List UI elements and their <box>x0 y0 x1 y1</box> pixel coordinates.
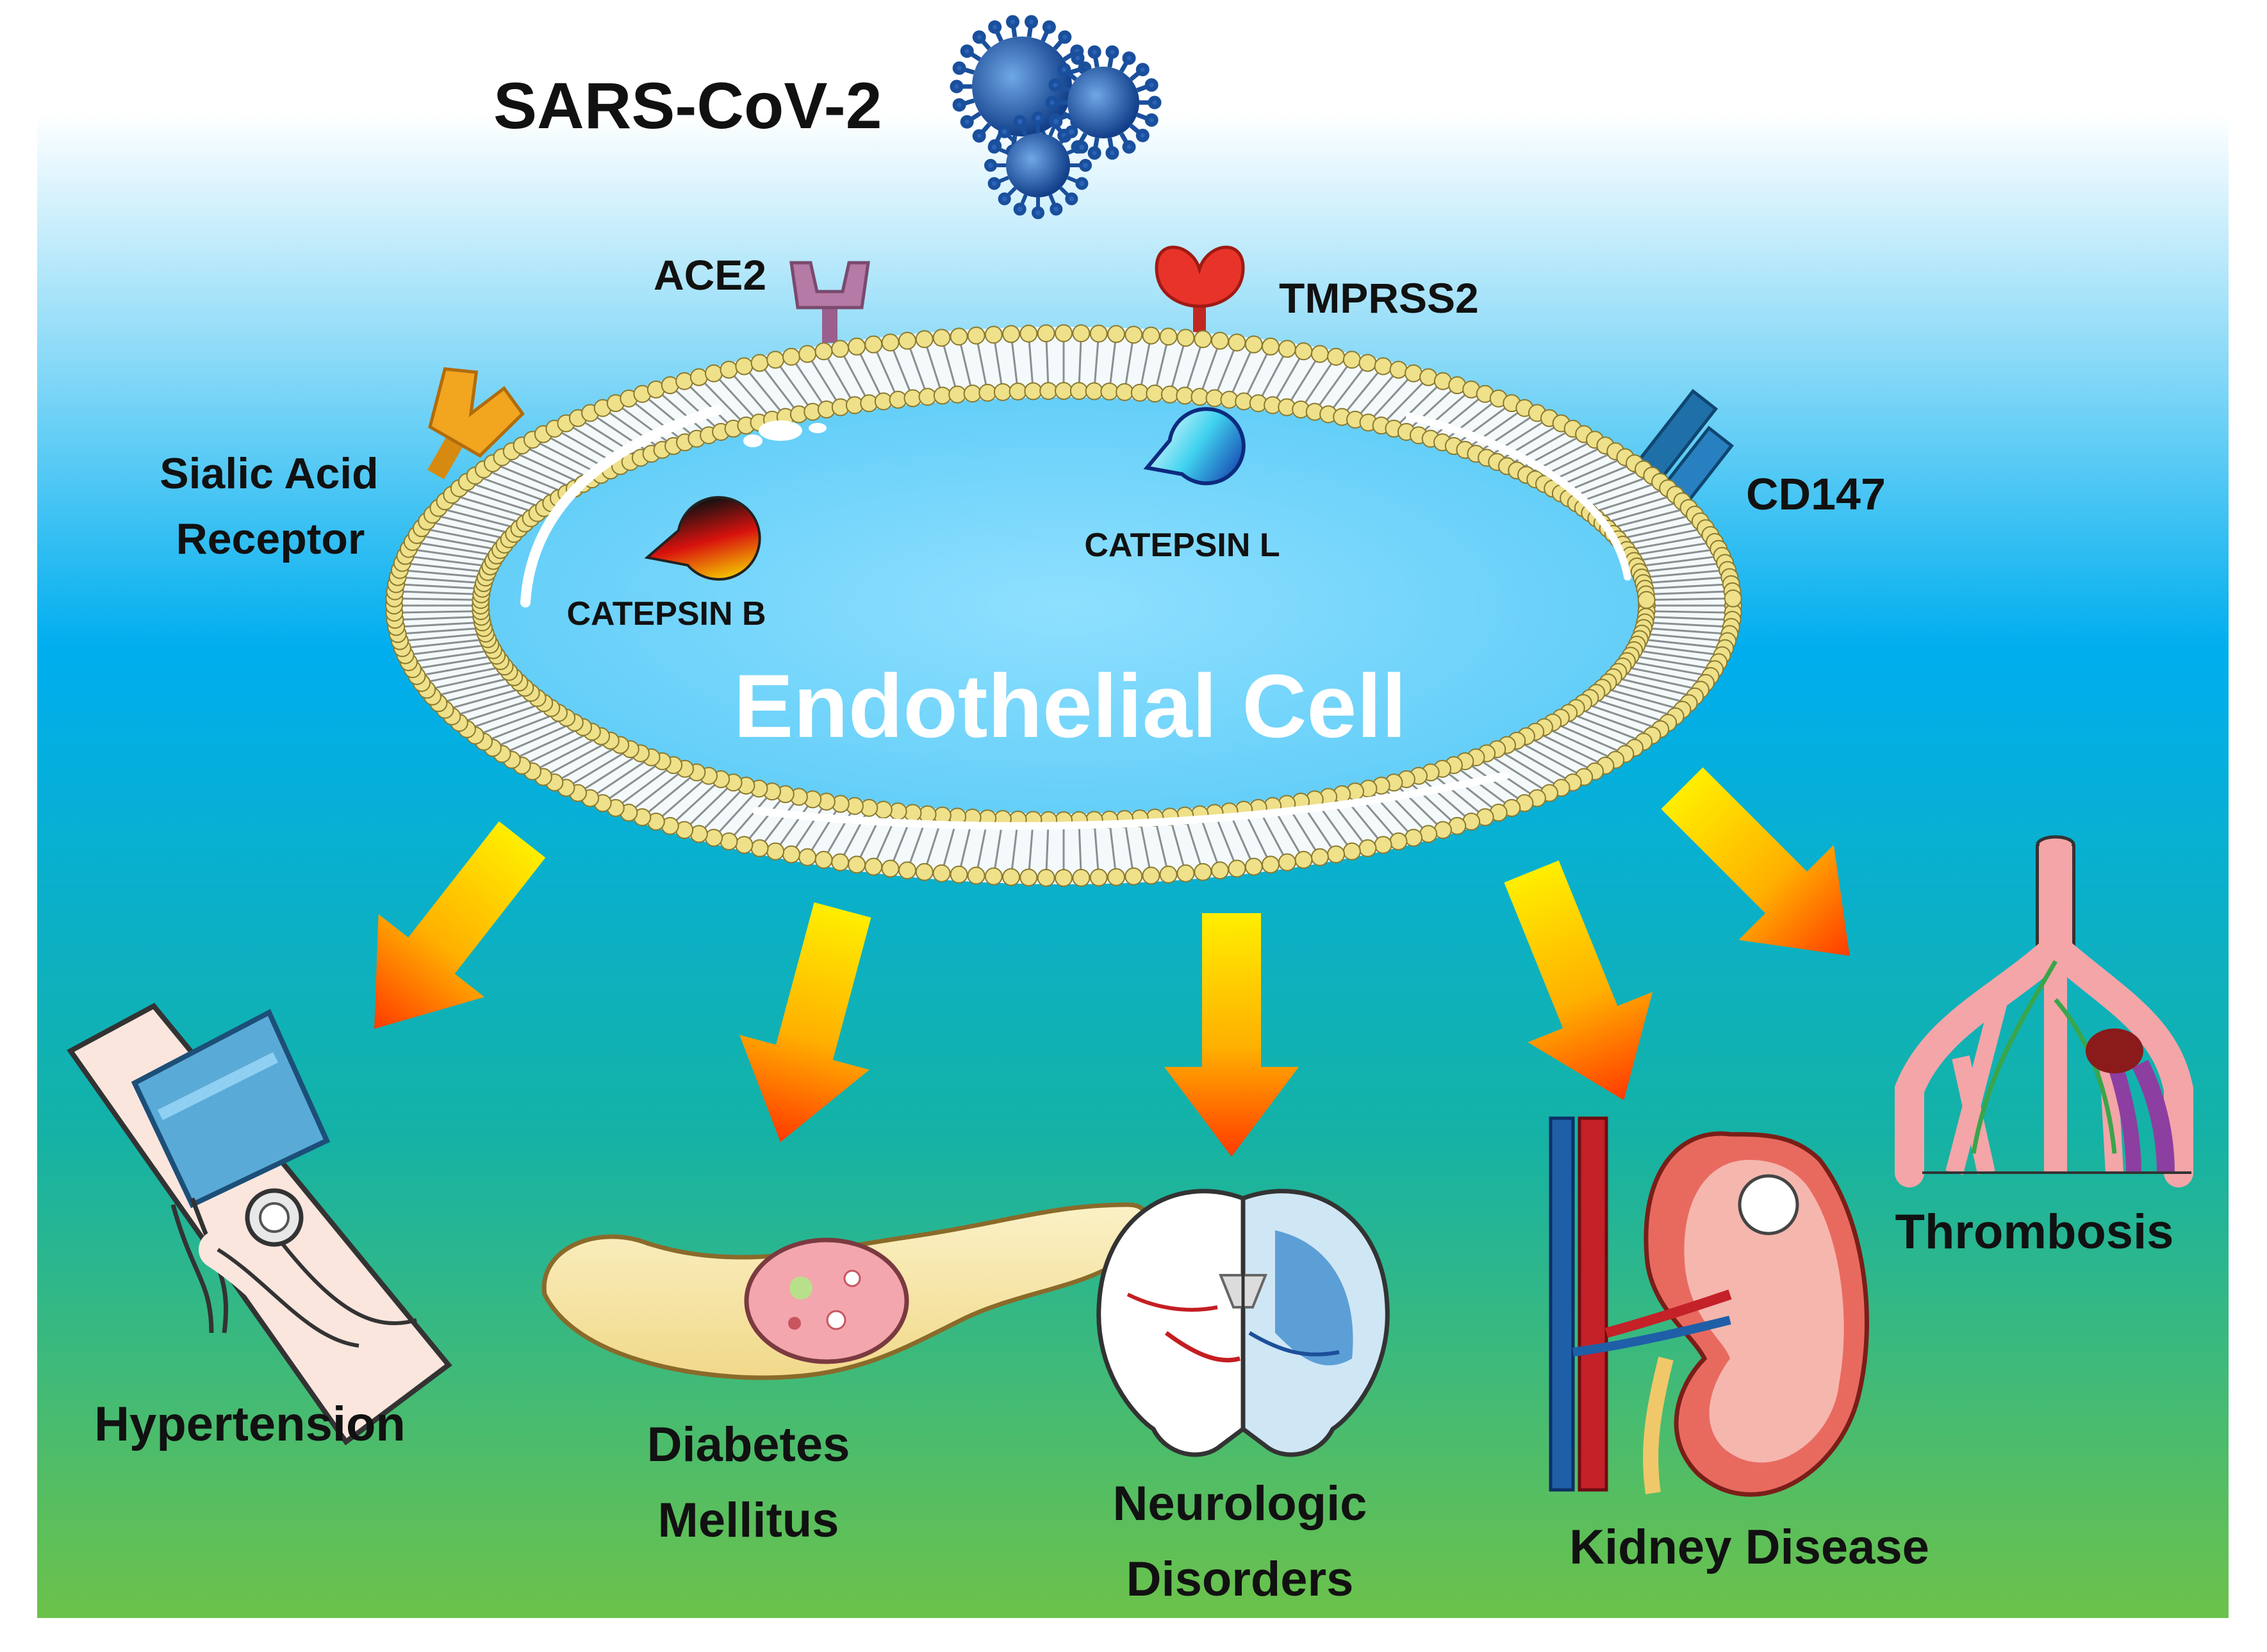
diabetes-label-line2: Mellitus <box>658 1493 839 1548</box>
sialic-label-line2: Receptor <box>176 515 365 563</box>
title-label: SARS-CoV-2 <box>493 69 882 142</box>
brain-icon <box>1096 1189 1390 1457</box>
thrombosis-label: Thrombosis <box>1895 1205 2174 1259</box>
ace2-receptor-icon <box>789 261 870 343</box>
neurologic-label-line2: Disorders <box>1126 1552 1354 1607</box>
neurologic-label-line1: Neurologic <box>1113 1476 1367 1531</box>
sialic-acid-receptor-icon <box>427 367 525 480</box>
kidney-disease-label: Kidney Disease <box>1569 1520 1929 1574</box>
catepsin-b-label: CATEPSIN B <box>566 595 766 632</box>
tmprss2-receptor-icon <box>1155 245 1245 338</box>
kidney-icon <box>1549 1116 1869 1497</box>
cd147-label: CD147 <box>1746 469 1886 519</box>
tmprss2-label: TMPRSS2 <box>1279 274 1479 322</box>
endothelial-cell-membrane <box>385 324 1742 887</box>
sialic-label-line1: Sialic Acid <box>160 449 378 498</box>
hypertension-label: Hypertension <box>94 1397 406 1451</box>
catepsin-b-icon <box>644 496 761 581</box>
catepsin-l-icon <box>1143 407 1246 486</box>
arrow-kidney <box>1504 860 1653 1100</box>
arrow-neurologic <box>1164 913 1299 1157</box>
cell-label: Endothelial Cell <box>734 656 1406 756</box>
arrow-diabetes <box>739 902 871 1143</box>
arrow-thrombosis <box>1661 767 1850 956</box>
arrows <box>374 767 1850 1157</box>
blood-pressure-cuff-icon <box>67 1002 452 1446</box>
diabetes-label-line1: Diabetes <box>647 1417 850 1472</box>
virus-icon <box>950 15 1162 219</box>
ace2-label: ACE2 <box>654 251 766 299</box>
arrow-hypertension <box>374 821 546 1029</box>
blood-vessel-thrombosis-icon <box>1895 835 2193 1187</box>
catepsin-l-label: CATEPSIN L <box>1084 527 1280 564</box>
